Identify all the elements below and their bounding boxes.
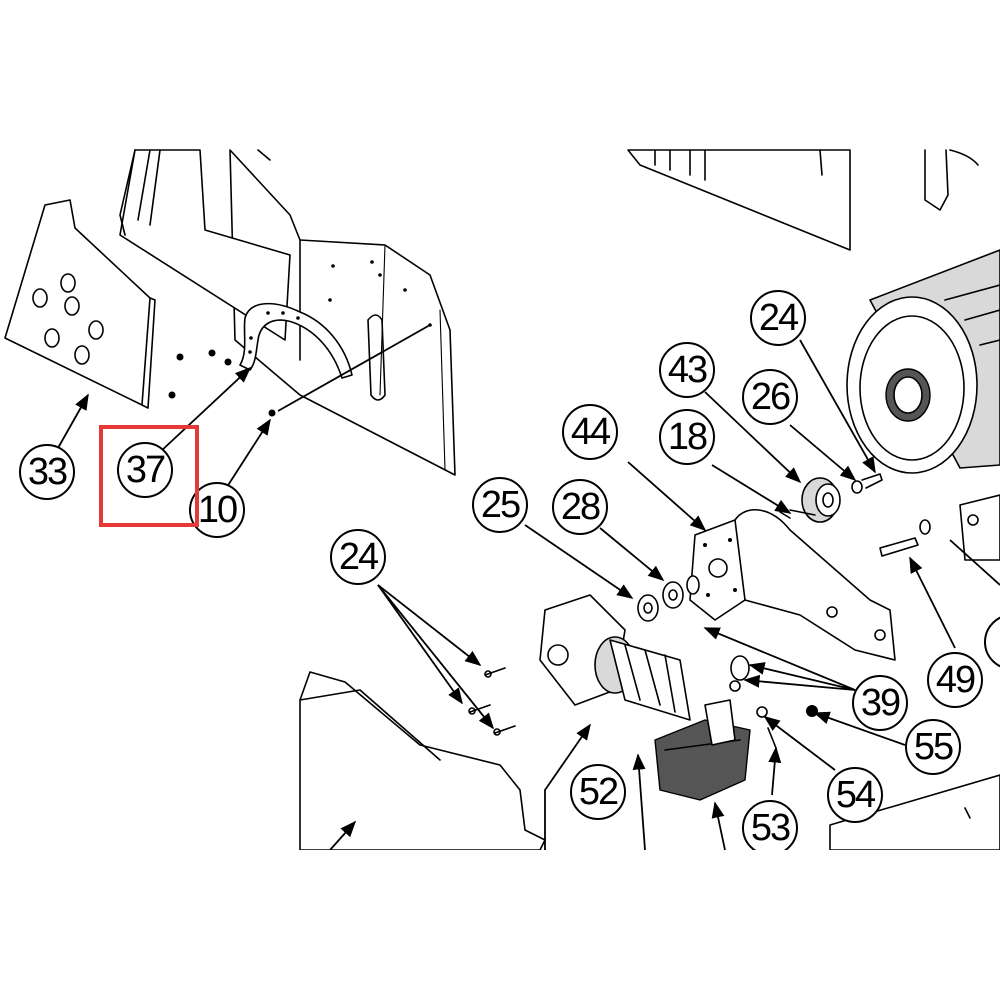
callout-10: 10: [189, 482, 245, 538]
bolts-24: [468, 667, 516, 736]
callout-28-label: 28: [561, 486, 600, 528]
part-44-motor-bracket: [689, 508, 896, 661]
callout-39: 39: [852, 675, 908, 731]
callout-55: 55: [905, 719, 961, 775]
callout-49-label: 49: [936, 659, 975, 701]
bottom-right-rail: [829, 774, 1000, 851]
callout-54: 54: [827, 767, 883, 823]
callout-24-lower: 24: [330, 529, 386, 585]
callout-28: 28: [552, 479, 608, 535]
callout-18: 18: [659, 409, 715, 465]
top-right-panel: [627, 149, 979, 251]
callout-52: 52: [570, 764, 626, 820]
callout-43-label: 43: [668, 349, 707, 391]
fittings-39-53-54-55: [729, 655, 818, 749]
callout-33-label: 33: [28, 451, 67, 493]
leader-lines: [57, 324, 1000, 851]
part-49-shaft: [879, 494, 1000, 561]
callout-10-label: 10: [198, 489, 237, 531]
callout-44: 44: [562, 404, 618, 460]
callout-18-label: 18: [668, 416, 707, 458]
highlight-box-37: [99, 425, 199, 527]
bottom-margin: [0, 850, 1000, 1000]
callout-37: 37: [117, 442, 173, 498]
callout-25: 25: [472, 477, 528, 533]
frame-rails: [119, 149, 291, 341]
callout-54-label: 54: [836, 774, 876, 816]
callout-26: 26: [742, 369, 798, 425]
loose-nuts: [168, 349, 276, 417]
callout-33: 33: [19, 444, 75, 500]
pulley-part-43: [779, 473, 883, 523]
callout-24-lower-label: 24: [339, 536, 379, 578]
bottom-guard: [299, 671, 546, 851]
callout-39-label: 39: [861, 682, 900, 724]
callout-partial-right: [984, 616, 1000, 668]
callout-43: 43: [659, 342, 715, 398]
callout-24-upper: 24: [750, 290, 806, 346]
callout-55-label: 55: [914, 726, 953, 768]
callout-25-label: 25: [481, 484, 520, 526]
callout-44-label: 44: [571, 411, 611, 453]
callout-49: 49: [927, 652, 983, 708]
callout-26-label: 26: [751, 376, 790, 418]
callout-53-label: 53: [751, 807, 790, 849]
callout-37-label: 37: [126, 449, 165, 491]
part-10-housing-panel: [229, 149, 456, 476]
callout-53: 53: [742, 800, 798, 856]
gearbox-motor: [539, 594, 751, 801]
callout-52-label: 52: [579, 771, 618, 813]
part-33-side-plate: [4, 199, 156, 409]
washers-25-28: [637, 575, 700, 622]
drum-cylinder: [846, 249, 1000, 474]
callout-24-upper-label: 24: [759, 297, 799, 339]
